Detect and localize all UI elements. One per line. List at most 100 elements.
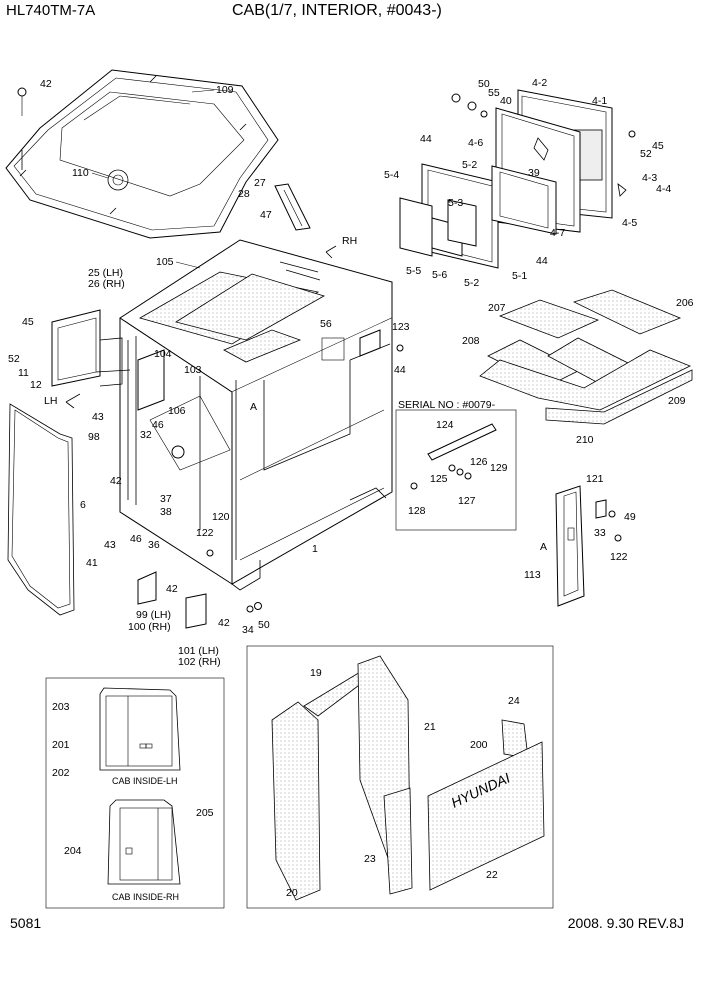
callout: 122 xyxy=(610,551,628,563)
callout: 202 xyxy=(52,767,70,779)
callout: 42 xyxy=(40,78,52,90)
callout: 45 xyxy=(652,140,664,152)
callout: 113 xyxy=(524,569,541,581)
callout: 5-6 xyxy=(432,269,447,281)
view-mark-a: A xyxy=(540,541,547,553)
callout: 44 xyxy=(536,255,548,267)
callout: 52 xyxy=(640,148,652,160)
callout: 123 xyxy=(392,321,410,333)
page-number: 5081 xyxy=(10,915,42,931)
bracket-99-icon xyxy=(137,571,157,605)
callout: 46 xyxy=(152,419,164,431)
callout: 39 xyxy=(528,167,540,179)
inset-caption-lh: CAB INSIDE-LH xyxy=(112,776,178,786)
handle-124-icon xyxy=(427,423,497,461)
callout: 100 (RH) xyxy=(128,621,171,633)
callout: 5-2 xyxy=(462,159,477,171)
callout: 206 xyxy=(676,297,694,309)
callout: 5-1 xyxy=(512,270,527,282)
callout: 98 xyxy=(88,431,100,443)
bolt-42-icon xyxy=(17,87,27,97)
callout: 37 xyxy=(160,493,172,505)
inset-caption-rh: CAB INSIDE-RH xyxy=(112,892,179,902)
callout: 4-3 xyxy=(642,172,657,184)
callout: 32 xyxy=(140,429,152,441)
callout: 203 xyxy=(52,701,70,713)
callout: 21 xyxy=(424,721,436,733)
callout: 45 xyxy=(22,316,34,328)
model-number: HL740TM-7A xyxy=(6,2,96,19)
callout: 4-6 xyxy=(468,137,483,149)
callout: 44 xyxy=(394,364,406,376)
callout: 105 xyxy=(156,256,174,268)
callout: 27 xyxy=(254,177,266,189)
callout: 4-4 xyxy=(656,183,671,195)
callout: 106 xyxy=(168,405,186,417)
callout: 1 xyxy=(312,543,318,555)
callout: 23 xyxy=(364,853,376,865)
callout: 5-2 xyxy=(464,277,479,289)
callout: 4-1 xyxy=(592,95,607,107)
callout: 36 xyxy=(148,539,160,551)
callout: 56 xyxy=(320,318,332,330)
rh-column-panels xyxy=(399,89,627,269)
callout: 5-5 xyxy=(406,265,421,277)
cab-inside-rh xyxy=(107,799,181,885)
callout: 19 xyxy=(310,667,322,679)
callout: 40 xyxy=(500,95,512,107)
floor-mats xyxy=(479,289,693,425)
bracket-113 xyxy=(555,485,585,607)
roof-cover xyxy=(5,69,279,239)
callout: 208 xyxy=(462,335,480,347)
callout: 110 xyxy=(72,167,89,179)
callout: 55 xyxy=(488,87,500,99)
callout: 101 (LH) xyxy=(178,645,219,657)
callout: 50 xyxy=(478,78,490,90)
callout: 4-5 xyxy=(622,217,637,229)
callout: 49 xyxy=(624,511,636,523)
rh-direction-label: RH xyxy=(342,235,357,247)
callout: 25 (LH) xyxy=(88,267,123,279)
callout: 43 xyxy=(92,411,104,423)
revision-date: 2008. 9.30 REV.8J xyxy=(567,915,684,931)
callout: 5-3 xyxy=(448,197,463,209)
callout-labels: 42 109 110 27 28 47 105 25 (LH) 26 (RH) … xyxy=(8,77,694,899)
bracket-101-icon xyxy=(185,593,207,629)
cab-inside-lh xyxy=(99,687,181,771)
callout: 20 xyxy=(286,887,298,899)
callout: 5-4 xyxy=(384,169,399,181)
callout: 109 xyxy=(216,84,234,96)
callout: 122 xyxy=(196,527,214,539)
callout: 99 (LH) xyxy=(136,609,171,621)
inset-box xyxy=(45,677,225,909)
callout: 43 xyxy=(104,539,116,551)
callout: 103 xyxy=(184,364,202,376)
callout: 125 xyxy=(430,473,448,485)
callout: 129 xyxy=(490,462,508,474)
page-title: CAB(1/7, INTERIOR, #0043-) xyxy=(232,2,442,19)
callout: 42 xyxy=(110,475,122,487)
lh-direction-label: LH xyxy=(44,395,57,407)
callout: 42 xyxy=(218,617,230,629)
callout: 4-2 xyxy=(532,77,547,89)
callout: 52 xyxy=(8,353,20,365)
callout: 120 xyxy=(212,511,230,523)
callout: 207 xyxy=(488,302,506,314)
callout: 41 xyxy=(86,557,98,569)
trim-inset-box xyxy=(246,645,554,909)
callout: 34 xyxy=(242,624,254,636)
callout: 124 xyxy=(436,419,454,431)
serial-box xyxy=(395,409,517,531)
callout: 121 xyxy=(586,473,604,485)
callout: 11 xyxy=(18,367,29,379)
callout: 12 xyxy=(30,379,42,391)
callout: 33 xyxy=(594,527,606,539)
callout: 205 xyxy=(196,807,214,819)
callout: 44 xyxy=(420,133,432,145)
callout: 26 (RH) xyxy=(88,278,125,290)
callout: 201 xyxy=(52,739,70,751)
callout: 22 xyxy=(486,869,498,881)
callout: 209 xyxy=(668,395,686,407)
callout: 6 xyxy=(80,499,86,511)
callout: 102 (RH) xyxy=(178,656,221,668)
